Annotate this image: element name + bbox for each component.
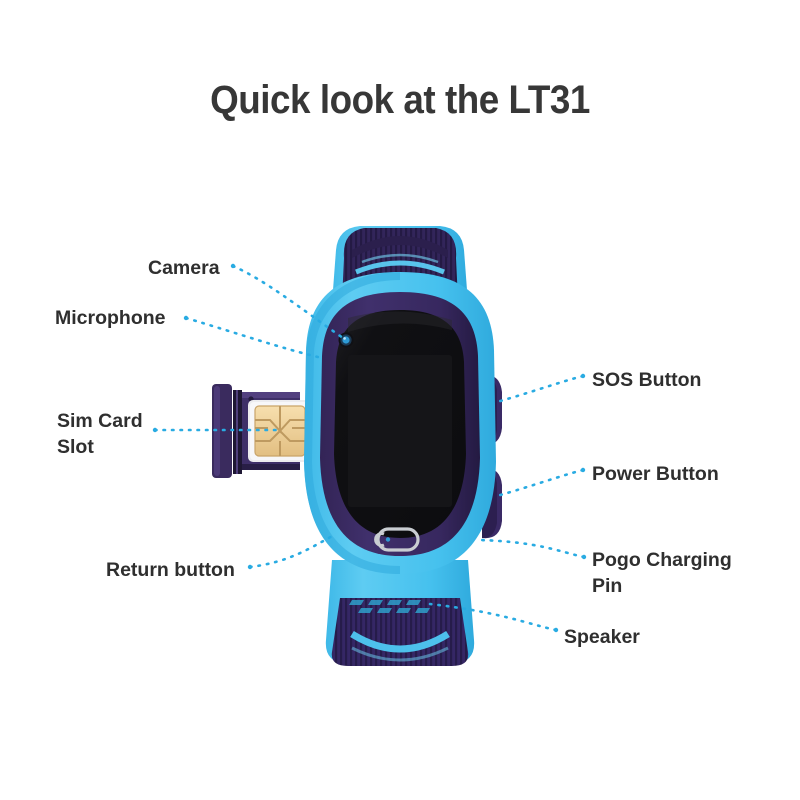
- leader-endpoints: [152, 263, 587, 633]
- display-area: [348, 355, 452, 507]
- return-button[interactable]: [374, 527, 420, 552]
- callout-label-power-button: Power Button: [592, 463, 719, 485]
- camera-lens: [338, 332, 354, 348]
- leader-microphone: [184, 316, 324, 360]
- leader-sos: [495, 374, 585, 404]
- leader-speaker: [428, 602, 558, 632]
- callout-label-camera: Camera: [148, 257, 220, 279]
- callout-label-sos-button: SOS Button: [592, 369, 702, 391]
- callout-label-microphone: Microphone: [55, 307, 166, 329]
- leader-lines: [153, 264, 586, 632]
- leader-power: [495, 468, 585, 498]
- speaker-grille: [349, 600, 430, 613]
- leader-pogo: [478, 538, 586, 559]
- sim-chip: [254, 405, 306, 457]
- strap-keeper-bottom: [331, 598, 469, 666]
- callout-label-speaker: Speaker: [564, 626, 640, 648]
- leader-camera: [231, 264, 345, 340]
- watch-screen: [334, 310, 466, 538]
- sim-card-tray: [212, 384, 310, 478]
- callout-label-return-button: Return button: [106, 559, 235, 581]
- page-title: Quick look at the LT31: [210, 78, 590, 122]
- callout-label-sim-card-slot: Sim Card Slot: [57, 410, 143, 458]
- callout-label-pogo-charging-pin: Pogo Charging Pin: [592, 549, 732, 597]
- leader-return: [248, 532, 338, 569]
